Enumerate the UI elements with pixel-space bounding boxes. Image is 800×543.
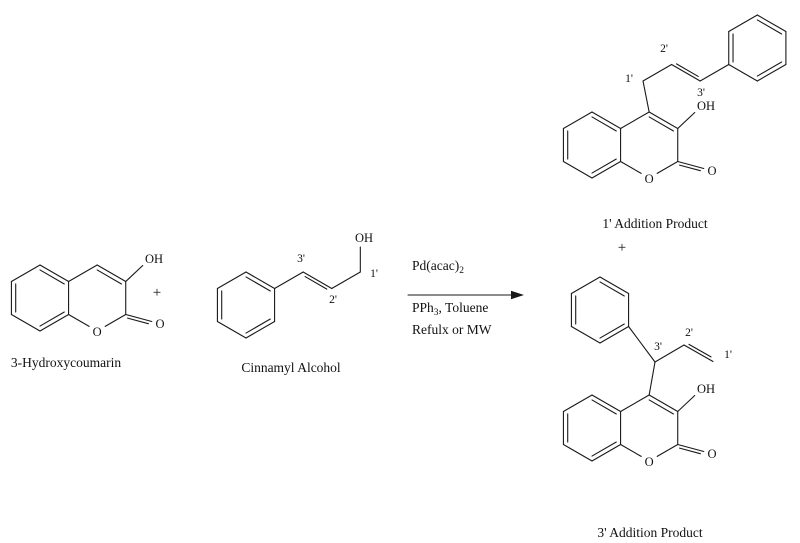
cinnamyl-2prime-label: 2' xyxy=(329,294,337,306)
product2-1prime-label: 1' xyxy=(724,349,732,361)
product1-2prime-label: 2' xyxy=(660,43,668,55)
coumarin-hydroxyl-label: OH xyxy=(145,252,163,266)
product1-name: 1' Addition Product xyxy=(602,216,707,231)
product-1-prime-skeleton xyxy=(562,14,787,179)
reactant-cinnamyl-alcohol-skeleton xyxy=(216,246,361,339)
product2-2prime-label: 2' xyxy=(685,327,693,339)
reagents-label: PPh3, Toluene xyxy=(412,300,488,318)
product-3-prime-skeleton xyxy=(562,276,714,462)
product1-hydroxyl-label: OH xyxy=(697,99,715,113)
plus-sign-reactants: + xyxy=(153,285,161,301)
reactant-3-hydroxycoumarin-skeleton xyxy=(10,264,153,332)
product2-3prime-label: 3' xyxy=(654,341,662,353)
reaction-arrow xyxy=(407,290,524,300)
product2-hydroxyl-label: OH xyxy=(697,382,715,396)
product2-name: 3' Addition Product xyxy=(597,525,702,540)
cinnamyl-3prime-label: 3' xyxy=(297,253,305,265)
product1-carbonyl-oxygen-label: O xyxy=(707,164,716,178)
product1-1prime-label: 1' xyxy=(625,73,633,85)
coumarin-carbonyl-oxygen-label: O xyxy=(155,317,164,331)
catalyst-label: Pd(acac)2 xyxy=(412,258,464,276)
arrowhead-icon xyxy=(511,290,524,300)
plus-sign-products: + xyxy=(618,240,626,256)
product2-ring-oxygen-label: O xyxy=(645,455,654,469)
cinnamyl-hydroxyl-label: OH xyxy=(355,231,373,245)
product1-ring-oxygen-label: O xyxy=(645,172,654,186)
reactant-cinnamyl-name: Cinnamyl Alcohol xyxy=(241,360,341,375)
product1-3prime-label: 3' xyxy=(697,87,705,99)
coumarin-ring-oxygen-label: O xyxy=(93,325,102,339)
conditions-label: Refulx or MW xyxy=(412,322,492,337)
product2-carbonyl-oxygen-label: O xyxy=(707,447,716,461)
reactant-coumarin-name: 3-Hydroxycoumarin xyxy=(11,355,121,370)
cinnamyl-1prime-label: 1' xyxy=(370,268,378,280)
